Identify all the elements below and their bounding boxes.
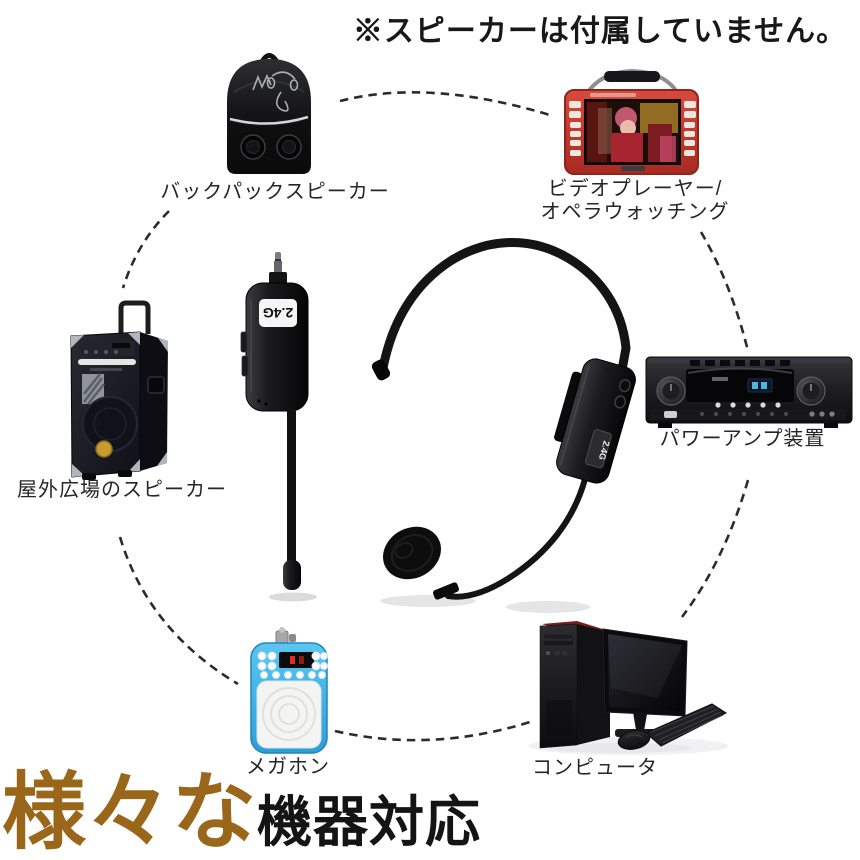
bottom-headline: 様々な 機器対応: [2, 766, 481, 858]
label-computer: コンピュータ: [532, 757, 658, 779]
arc-lower-right: [680, 479, 750, 618]
label-video-player-line1: ビデオプレーヤー/: [547, 178, 723, 200]
label-amplifier: パワーアンプ装置: [659, 428, 826, 450]
label-video-player: ビデオプレーヤー/ オペラウォッチング: [525, 178, 745, 224]
backpack-speaker-image: [227, 53, 311, 174]
receiver-badge-text: 2.4G: [263, 305, 293, 321]
arc-upper-right: [699, 231, 750, 352]
receiver-image: 2.4G: [240, 252, 317, 602]
arc-upper-left: [121, 210, 170, 289]
label-video-player-line2: オペラウォッチング: [540, 201, 730, 223]
label-megaphone: メガホン: [246, 756, 330, 778]
label-backpack-speaker: バックパックスピーカー: [160, 181, 390, 203]
headline-highlight: 様々な: [2, 765, 258, 859]
video-player-image: [564, 68, 699, 175]
megaphone-image: [250, 627, 328, 754]
computer-image: [528, 621, 728, 755]
connection-dashed-circle: [118, 91, 750, 742]
headset-mic-image: 2.4G: [371, 238, 636, 613]
disclaimer-note: ※スピーカーは付属していません。: [352, 15, 848, 48]
label-outdoor-speaker: 屋外広場のスピーカー: [17, 479, 227, 501]
arc-top: [339, 91, 554, 118]
headline-rest: 機器対応: [257, 791, 482, 853]
power-amplifier-image: [645, 356, 853, 428]
arc-bottom: [334, 720, 531, 742]
outdoor-speaker-image: [70, 300, 168, 480]
arc-lower-left: [118, 536, 239, 686]
